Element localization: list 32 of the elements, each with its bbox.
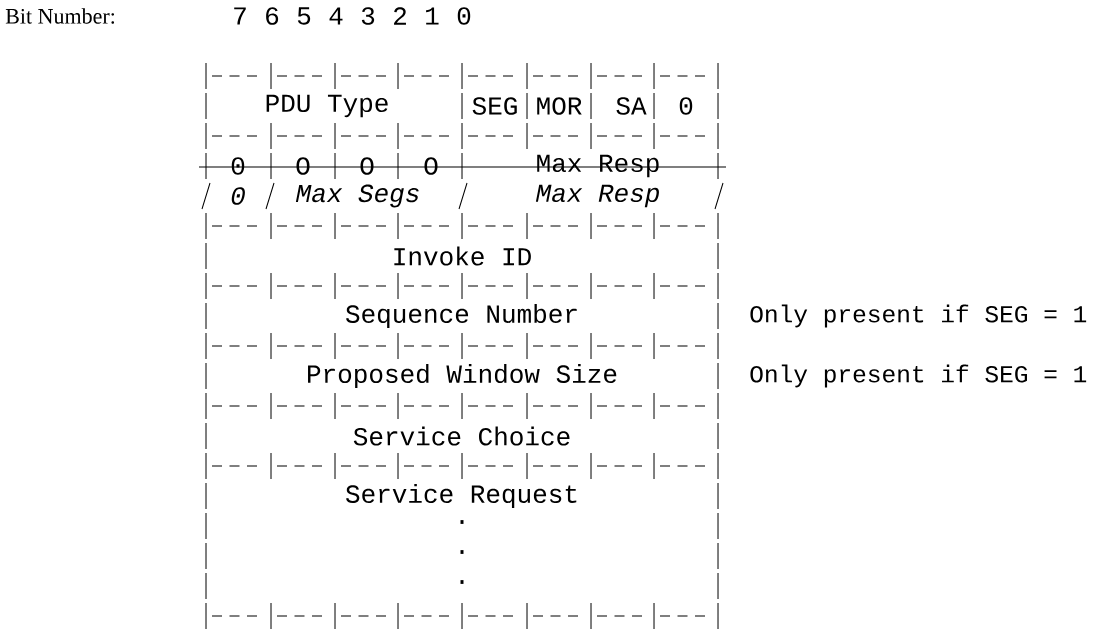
field-label: MOR <box>537 97 582 115</box>
field-label: Max Segs <box>295 184 419 208</box>
bit-number: 2 <box>394 7 406 25</box>
field-label: Max Resp <box>537 154 659 178</box>
bit-number: 1 <box>426 7 439 25</box>
axis-label: Bit Number: <box>5 8 115 24</box>
field-label: 0 <box>231 187 245 205</box>
ellipsis-dot: . <box>460 550 464 554</box>
field-label: Invoke ID <box>394 246 531 266</box>
bit-number: 5 <box>297 7 311 25</box>
field-label: 0 <box>231 157 245 175</box>
field-label: PDU Type <box>266 94 388 118</box>
ellipsis-dot: . <box>460 580 464 584</box>
field-label: SA <box>616 97 647 115</box>
field-label: SEG <box>472 97 517 115</box>
note-text: Only present if SEG = 1 <box>750 364 1087 388</box>
field-label: Proposed Window Size <box>308 363 617 389</box>
note-text: Only present if SEG = 1 <box>750 304 1087 328</box>
ellipsis-dot: . <box>460 520 464 524</box>
field-label: O <box>296 157 310 175</box>
field-label: O <box>424 157 438 175</box>
field-label: Service Choice <box>353 426 570 446</box>
field-label: Service Request <box>346 483 577 509</box>
field-label: Max Resp <box>535 184 659 208</box>
bit-number: 7 <box>234 7 246 25</box>
field-label: 0 <box>679 97 693 115</box>
bit-number: 6 <box>266 7 279 25</box>
field-label: Sequence Number <box>346 303 577 329</box>
bit-number: 4 <box>329 7 343 25</box>
bit-number: 3 <box>361 7 375 25</box>
field-label: O <box>360 157 374 175</box>
bit-number: 0 <box>457 7 471 25</box>
